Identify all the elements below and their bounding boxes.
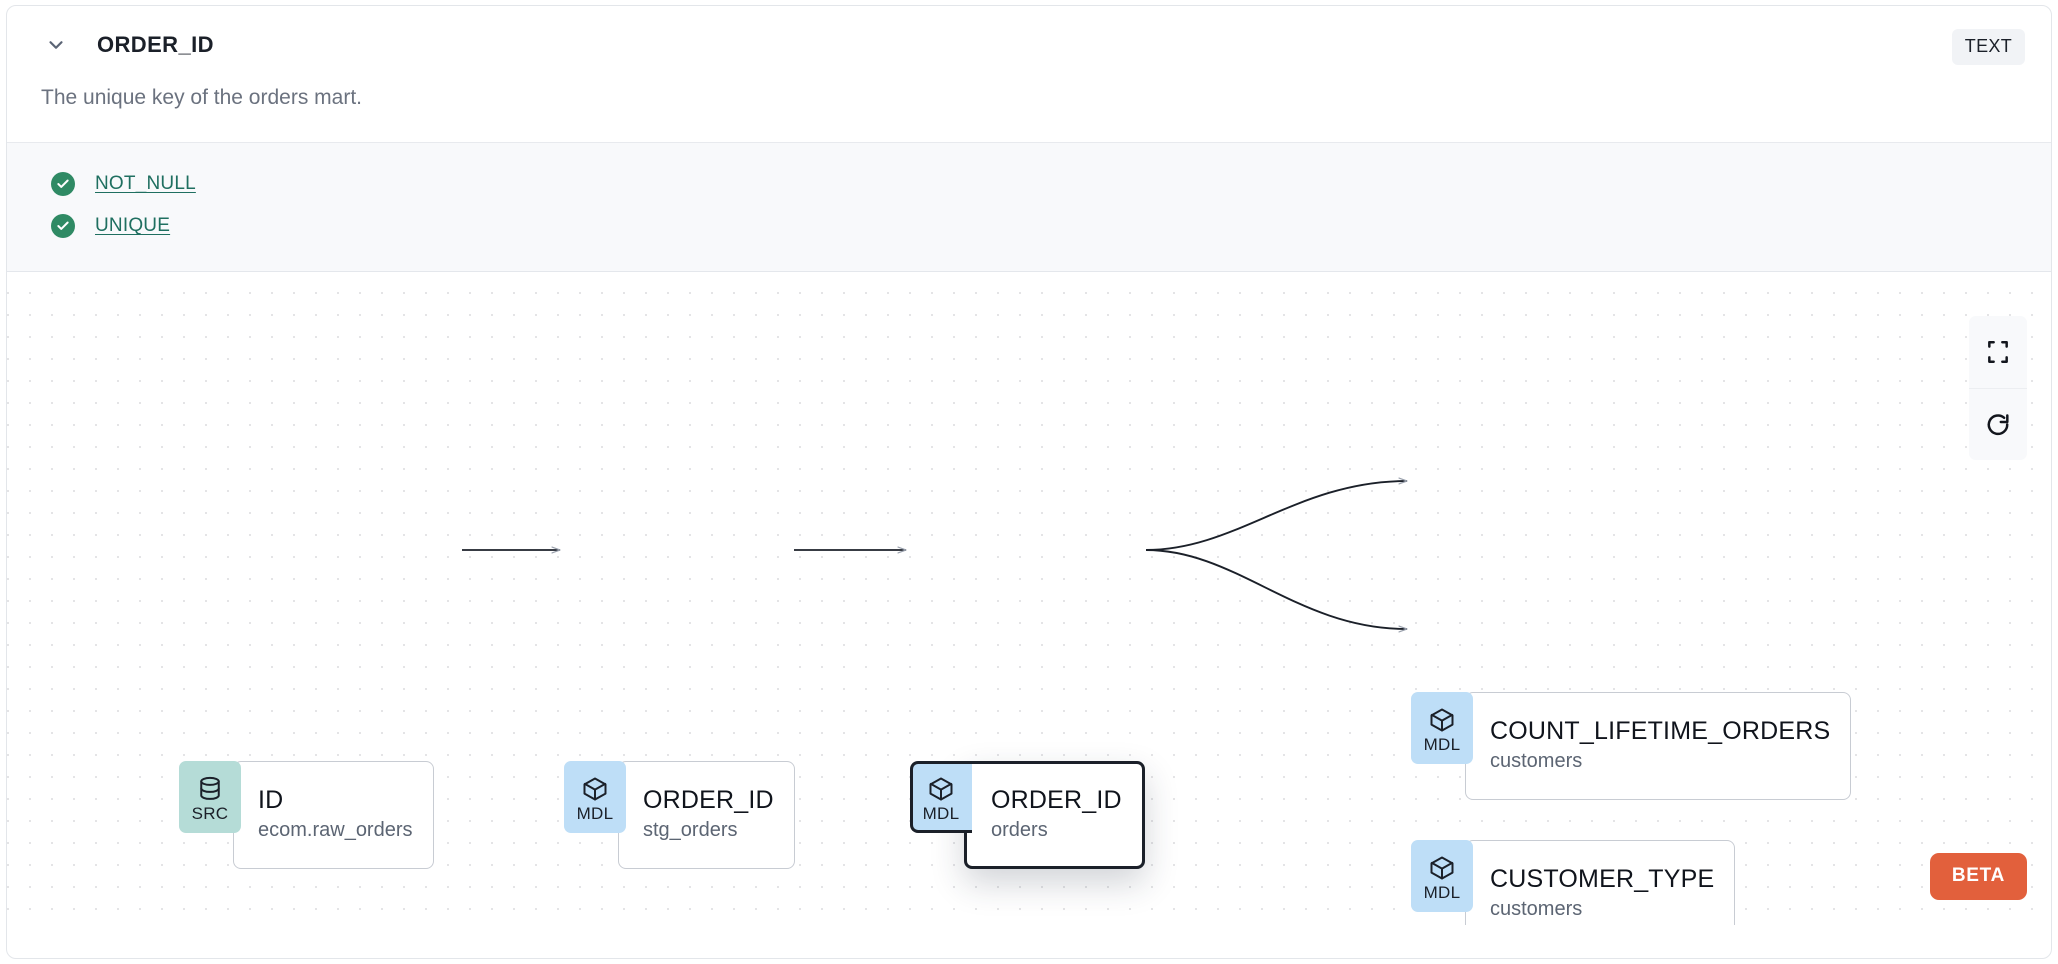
graph-node-customer-type[interactable]: MDL CUSTOMER_TYPE customers [1411, 840, 1736, 926]
cube-icon [927, 775, 955, 803]
chevron-down-icon[interactable] [41, 30, 71, 60]
column-detail-card: ORDER_ID TEXT The unique key of the orde… [6, 5, 2052, 959]
check-circle-icon [51, 172, 75, 197]
cube-icon [1428, 706, 1456, 734]
node-column-name: COUNT_LIFETIME_ORDERS [1490, 717, 1831, 746]
node-type-badge-mdl: MDL [1411, 692, 1473, 765]
graph-node-stg-orders-order-id[interactable]: MDL ORDER_ID stg_orders [564, 761, 795, 870]
node-type-badge-mdl: MDL [910, 761, 972, 834]
node-body: COUNT_LIFETIME_ORDERS customers [1465, 692, 1852, 801]
fit-view-button[interactable] [1969, 316, 2027, 389]
cube-icon [1428, 854, 1456, 882]
column-description: The unique key of the orders mart. [41, 86, 362, 109]
column-type-badge: TEXT [1951, 29, 2025, 65]
node-table-name: customers [1490, 750, 1583, 773]
graph-node-count-lifetime-orders[interactable]: MDL COUNT_LIFETIME_ORDERS customers [1411, 692, 1852, 801]
node-column-name: CUSTOMER_TYPE [1490, 865, 1715, 894]
node-badge-label: MDL [922, 803, 960, 823]
check-circle-icon [51, 214, 75, 239]
canvas-controls [1969, 316, 2027, 461]
fullscreen-icon [1985, 339, 2011, 365]
lineage-graph-canvas[interactable]: SRC ID ecom.raw_orders MDL ORDE [7, 272, 2051, 926]
node-table-name: ecom.raw_orders [258, 819, 413, 842]
card-header: ORDER_ID TEXT [7, 6, 2051, 84]
node-badge-label: MDL [576, 803, 614, 823]
node-badge-label: MDL [1423, 882, 1461, 902]
beta-badge[interactable]: BETA [1929, 853, 2027, 901]
node-column-name: ORDER_ID [643, 786, 774, 815]
node-body: CUSTOMER_TYPE customers [1465, 840, 1736, 926]
node-table-name: customers [1490, 898, 1583, 921]
node-badge-label: MDL [1423, 734, 1461, 754]
node-column-name: ID [258, 786, 284, 815]
test-link-not-null[interactable]: NOT_NULL [95, 173, 196, 195]
test-row: UNIQUE [51, 205, 2017, 247]
page-title: ORDER_ID [97, 32, 214, 57]
test-row: NOT_NULL [51, 163, 2017, 205]
refresh-icon [1985, 412, 2011, 438]
node-badge-label: SRC [191, 803, 229, 823]
node-table-name: stg_orders [643, 819, 738, 842]
graph-node-src-id[interactable]: SRC ID ecom.raw_orders [179, 761, 434, 870]
node-body: ID ecom.raw_orders [233, 761, 434, 870]
tests-panel: NOT_NULL UNIQUE [7, 142, 2051, 273]
graph-node-orders-order-id[interactable]: MDL ORDER_ID orders [910, 761, 1145, 870]
test-link-unique[interactable]: UNIQUE [95, 215, 171, 237]
database-icon [196, 775, 224, 803]
cube-icon [581, 775, 609, 803]
node-body: ORDER_ID orders [964, 761, 1145, 870]
node-type-badge-mdl: MDL [564, 761, 626, 834]
node-body: ORDER_ID stg_orders [618, 761, 795, 870]
node-type-badge-mdl: MDL [1411, 840, 1473, 913]
node-column-name: ORDER_ID [991, 786, 1122, 815]
node-table-name: orders [991, 819, 1048, 842]
node-type-badge-src: SRC [179, 761, 241, 834]
reset-button[interactable] [1969, 388, 2027, 461]
